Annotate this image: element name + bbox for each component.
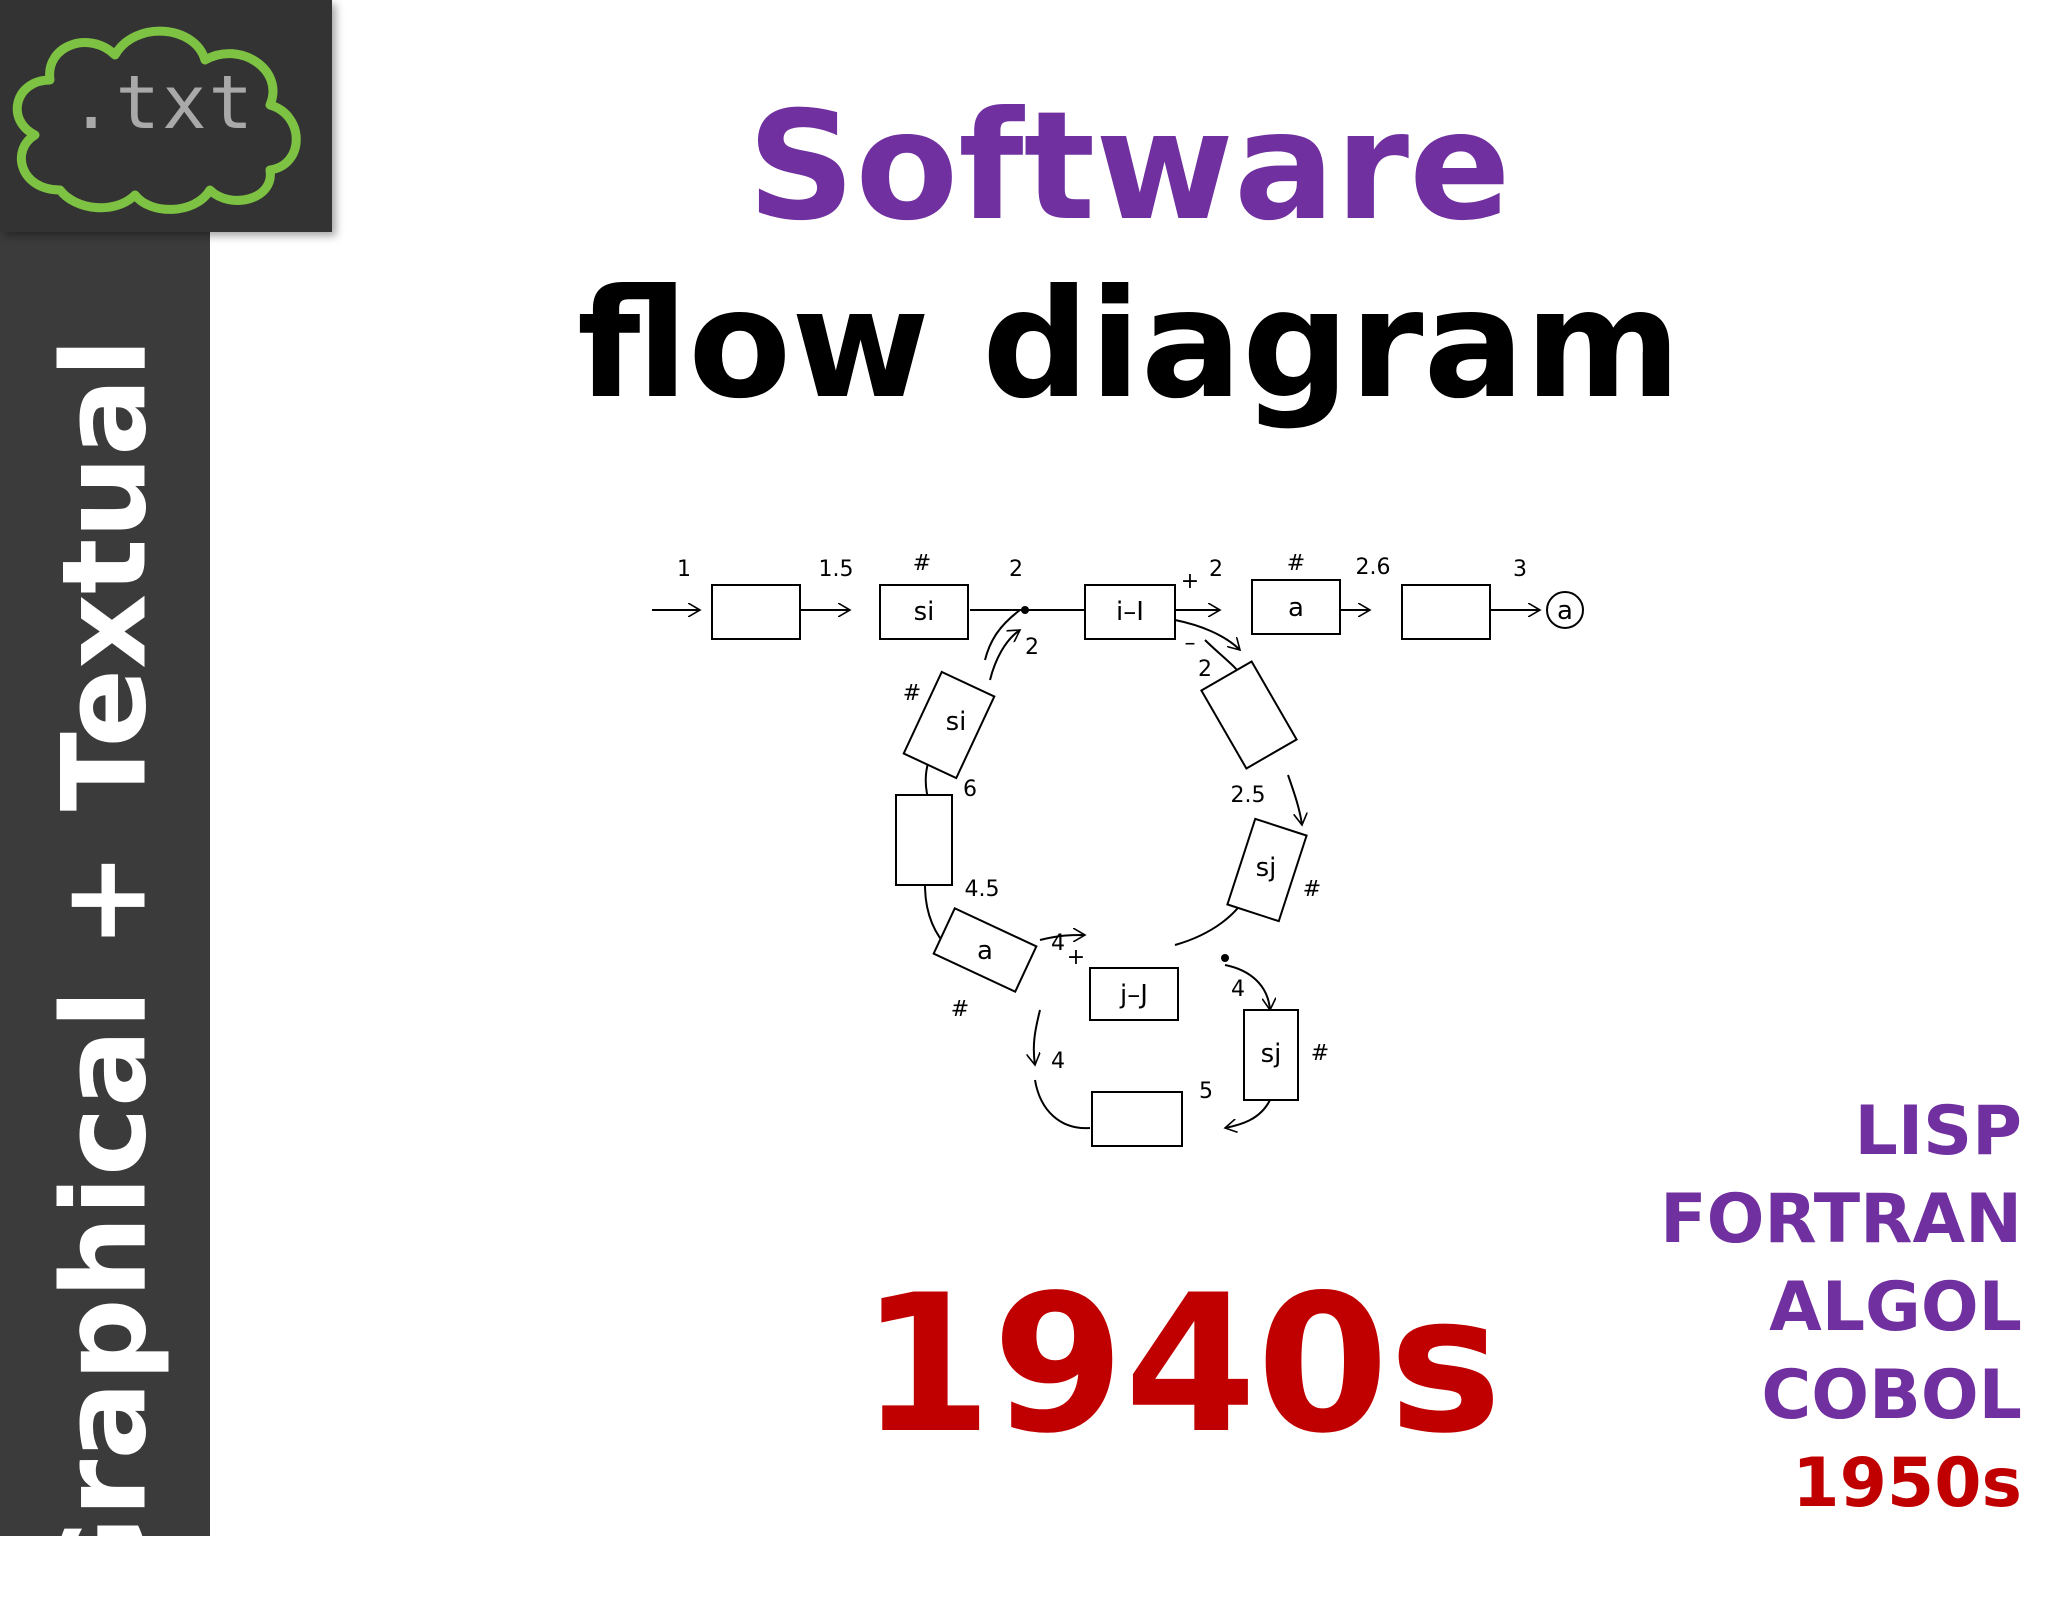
flow-label: – bbox=[1185, 631, 1196, 656]
flow-label: 5 bbox=[1199, 1079, 1213, 1104]
process-box bbox=[1091, 1091, 1183, 1147]
junction-dot bbox=[1221, 954, 1229, 962]
loop-arc bbox=[989, 630, 1020, 681]
cloud-icon bbox=[12, 26, 301, 214]
flow-label: 2.5 bbox=[1231, 783, 1266, 808]
flow-label: # bbox=[1287, 551, 1305, 576]
box-label: sj bbox=[1261, 1039, 1282, 1069]
page-title: Software bbox=[747, 80, 1511, 254]
flow-label: # bbox=[1311, 1041, 1329, 1066]
page-subtitle: flow diagram bbox=[577, 258, 1681, 432]
flow-label: # bbox=[913, 551, 931, 576]
logo: .txt bbox=[0, 0, 332, 232]
flow-label: + bbox=[1181, 569, 1199, 594]
decade-label: 1940s bbox=[860, 1254, 1502, 1475]
process-box-a bbox=[1251, 579, 1341, 635]
flow-label: 1.5 bbox=[819, 557, 854, 582]
junction-dot bbox=[1021, 606, 1029, 614]
flow-label: # bbox=[1303, 877, 1321, 902]
box-label: sj bbox=[1256, 853, 1277, 883]
box-label: j–J bbox=[1119, 980, 1148, 1010]
sidebar: Graphical + Textual bbox=[0, 0, 210, 1612]
process-box bbox=[895, 794, 953, 886]
language-item: COBOL bbox=[1761, 1356, 2022, 1435]
box-label: a bbox=[1288, 593, 1304, 623]
flow-label: 4 bbox=[1231, 977, 1245, 1002]
process-box-sj bbox=[1226, 817, 1308, 923]
box-label: a bbox=[977, 936, 993, 966]
process-box bbox=[1401, 584, 1491, 640]
loop-arc bbox=[1225, 1099, 1271, 1128]
flow-label: 2 bbox=[1025, 635, 1039, 660]
flow-label: 3 bbox=[1513, 557, 1527, 582]
connector-label: a bbox=[1557, 596, 1573, 626]
flow-diagram: si i–I a a si sj a j–J sj 1 1.5 # 2 + 2 … bbox=[652, 551, 1584, 1147]
loop-arc bbox=[1174, 619, 1240, 650]
flow-label: 2.6 bbox=[1356, 555, 1391, 580]
loop-arc bbox=[1224, 964, 1270, 1010]
connector-circle bbox=[1546, 591, 1584, 629]
flow-label: 4.5 bbox=[965, 877, 1000, 902]
flow-label: 2 bbox=[1009, 557, 1023, 582]
process-box-a bbox=[932, 906, 1038, 994]
loop-arc bbox=[984, 609, 1021, 661]
process-box bbox=[1200, 660, 1298, 770]
sidebar-label: Graphical + Textual bbox=[37, 337, 173, 1612]
loop-arc bbox=[1287, 774, 1302, 825]
logo-text: .txt bbox=[68, 60, 256, 146]
language-item: LISP bbox=[1854, 1092, 2022, 1171]
flow-label: + bbox=[1067, 945, 1085, 970]
flow-label: 2 bbox=[1209, 557, 1223, 582]
loop-arc bbox=[1034, 1009, 1041, 1065]
process-box-j-J bbox=[1089, 967, 1179, 1021]
box-label: si bbox=[914, 597, 935, 627]
process-box-si bbox=[879, 584, 969, 640]
process-box-i-I bbox=[1084, 584, 1176, 640]
box-label: i–I bbox=[1116, 597, 1144, 627]
languages-era-label: 1950s bbox=[1792, 1444, 2022, 1523]
flow-label: # bbox=[903, 681, 921, 706]
box-label: si bbox=[946, 707, 967, 737]
loop-arc bbox=[1034, 1079, 1091, 1130]
flow-label: 4 bbox=[1051, 1049, 1065, 1074]
process-box-sj bbox=[1243, 1009, 1299, 1101]
process-box bbox=[711, 584, 801, 640]
language-item: FORTRAN bbox=[1660, 1180, 2022, 1259]
flow-label: 2 bbox=[1198, 657, 1212, 682]
flow-label: 4 bbox=[1051, 931, 1065, 956]
flow-label: 1 bbox=[677, 557, 691, 582]
flow-label: 6 bbox=[963, 777, 977, 802]
language-item: ALGOL bbox=[1769, 1268, 2022, 1347]
language-list: LISP FORTRAN ALGOL COBOL 1950s bbox=[1660, 1088, 2022, 1528]
process-box-si bbox=[902, 670, 996, 780]
flow-label: # bbox=[951, 997, 969, 1022]
loop-arc bbox=[1039, 935, 1085, 940]
